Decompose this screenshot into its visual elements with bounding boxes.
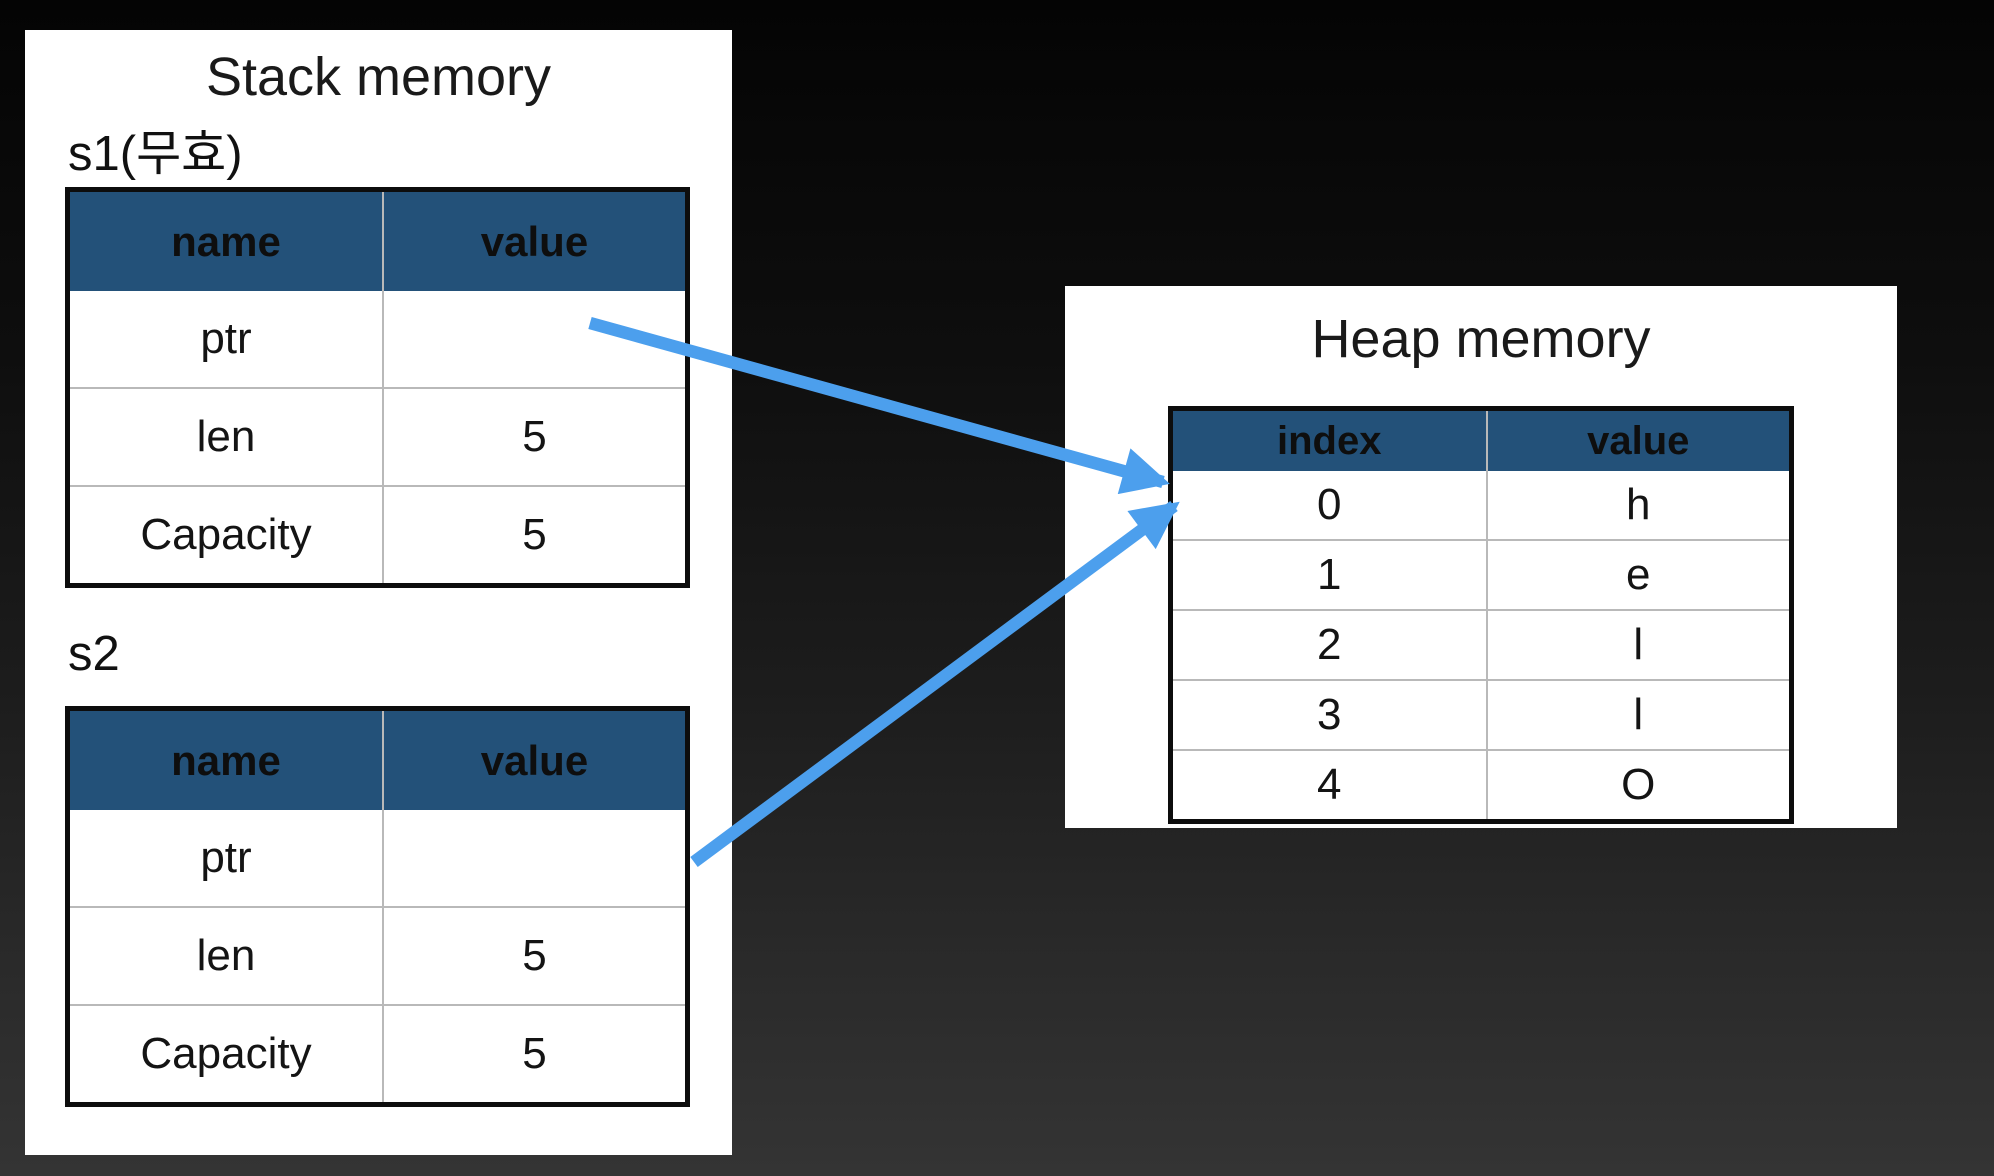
s2-len-value-cell: 5 xyxy=(382,906,688,1005)
heap-value-3-cell: l xyxy=(1485,679,1792,750)
heap-index-1-cell: 1 xyxy=(1170,539,1487,610)
table-row: 4 O xyxy=(1170,749,1792,822)
s2-header-value: value xyxy=(382,708,688,810)
table-row: Capacity 5 xyxy=(67,1004,688,1105)
heap-index-0-cell: 0 xyxy=(1317,480,1342,529)
s2-capacity-value-cell: 5 xyxy=(382,1004,688,1105)
table-row: ptr xyxy=(68,291,688,388)
s2-variable-label: s2 xyxy=(68,627,120,681)
s1-capacity-value-cell: 5 xyxy=(382,485,688,586)
s2-len-name-cell: len xyxy=(67,906,383,1005)
table-row: 3 l xyxy=(1170,679,1792,750)
heap-index-3-cell: 3 xyxy=(1170,679,1487,750)
heap-index-4-cell: 4 xyxy=(1170,749,1487,822)
heap-header-value: value xyxy=(1485,408,1792,471)
stack-memory-panel: Stack memory s1(무효) name value ptr len 5 xyxy=(25,30,732,1155)
table-row: len 5 xyxy=(67,906,688,1005)
stack-memory-title: Stack memory xyxy=(205,47,552,107)
heap-value-2-cell: l xyxy=(1485,609,1792,680)
s1-variable-label: s1(무효) xyxy=(68,127,243,181)
table-row: 0 h xyxy=(1171,471,1792,540)
table-row: 1 e xyxy=(1170,539,1792,610)
s1-header-name: name xyxy=(67,189,383,291)
table-row: Capacity 5 xyxy=(67,485,688,586)
s1-len-name-cell: len xyxy=(67,387,383,486)
s2-ptr-value-cell xyxy=(382,810,688,907)
heap-value-4-cell: O xyxy=(1485,749,1792,822)
heap-memory-title: Heap memory xyxy=(1311,309,1651,369)
table-row: 2 l xyxy=(1170,609,1792,680)
heap-index-2-cell: 2 xyxy=(1170,609,1487,680)
heap-value-0-cell: h xyxy=(1485,471,1792,540)
heap-header-index: index xyxy=(1170,408,1487,471)
s1-ptr-name-cell: ptr xyxy=(200,314,252,363)
table-row: len 5 xyxy=(67,387,688,486)
s1-header-row: name value xyxy=(67,189,688,291)
table-row: ptr xyxy=(68,810,688,907)
s1-header-value: value xyxy=(382,189,688,291)
s1-struct-table: name value ptr len 5 Capacity 5 xyxy=(65,187,690,588)
s2-ptr-name-cell: ptr xyxy=(200,833,252,882)
s1-len-value-cell: 5 xyxy=(382,387,688,486)
s2-header-name: name xyxy=(67,708,383,810)
heap-header-row: index value xyxy=(1170,408,1792,471)
s2-capacity-name-cell: Capacity xyxy=(67,1004,383,1105)
heap-memory-panel: Heap memory index value 0 h 1 e 2 xyxy=(1065,286,1897,828)
s2-struct-table: name value ptr len 5 Capacity 5 xyxy=(65,706,690,1107)
s2-header-row: name value xyxy=(67,708,688,810)
s1-capacity-name-cell: Capacity xyxy=(67,485,383,586)
heap-value-1-cell: e xyxy=(1485,539,1792,610)
heap-buffer-table: index value 0 h 1 e 2 l 3 xyxy=(1168,406,1794,824)
s1-ptr-value-cell xyxy=(382,291,688,388)
